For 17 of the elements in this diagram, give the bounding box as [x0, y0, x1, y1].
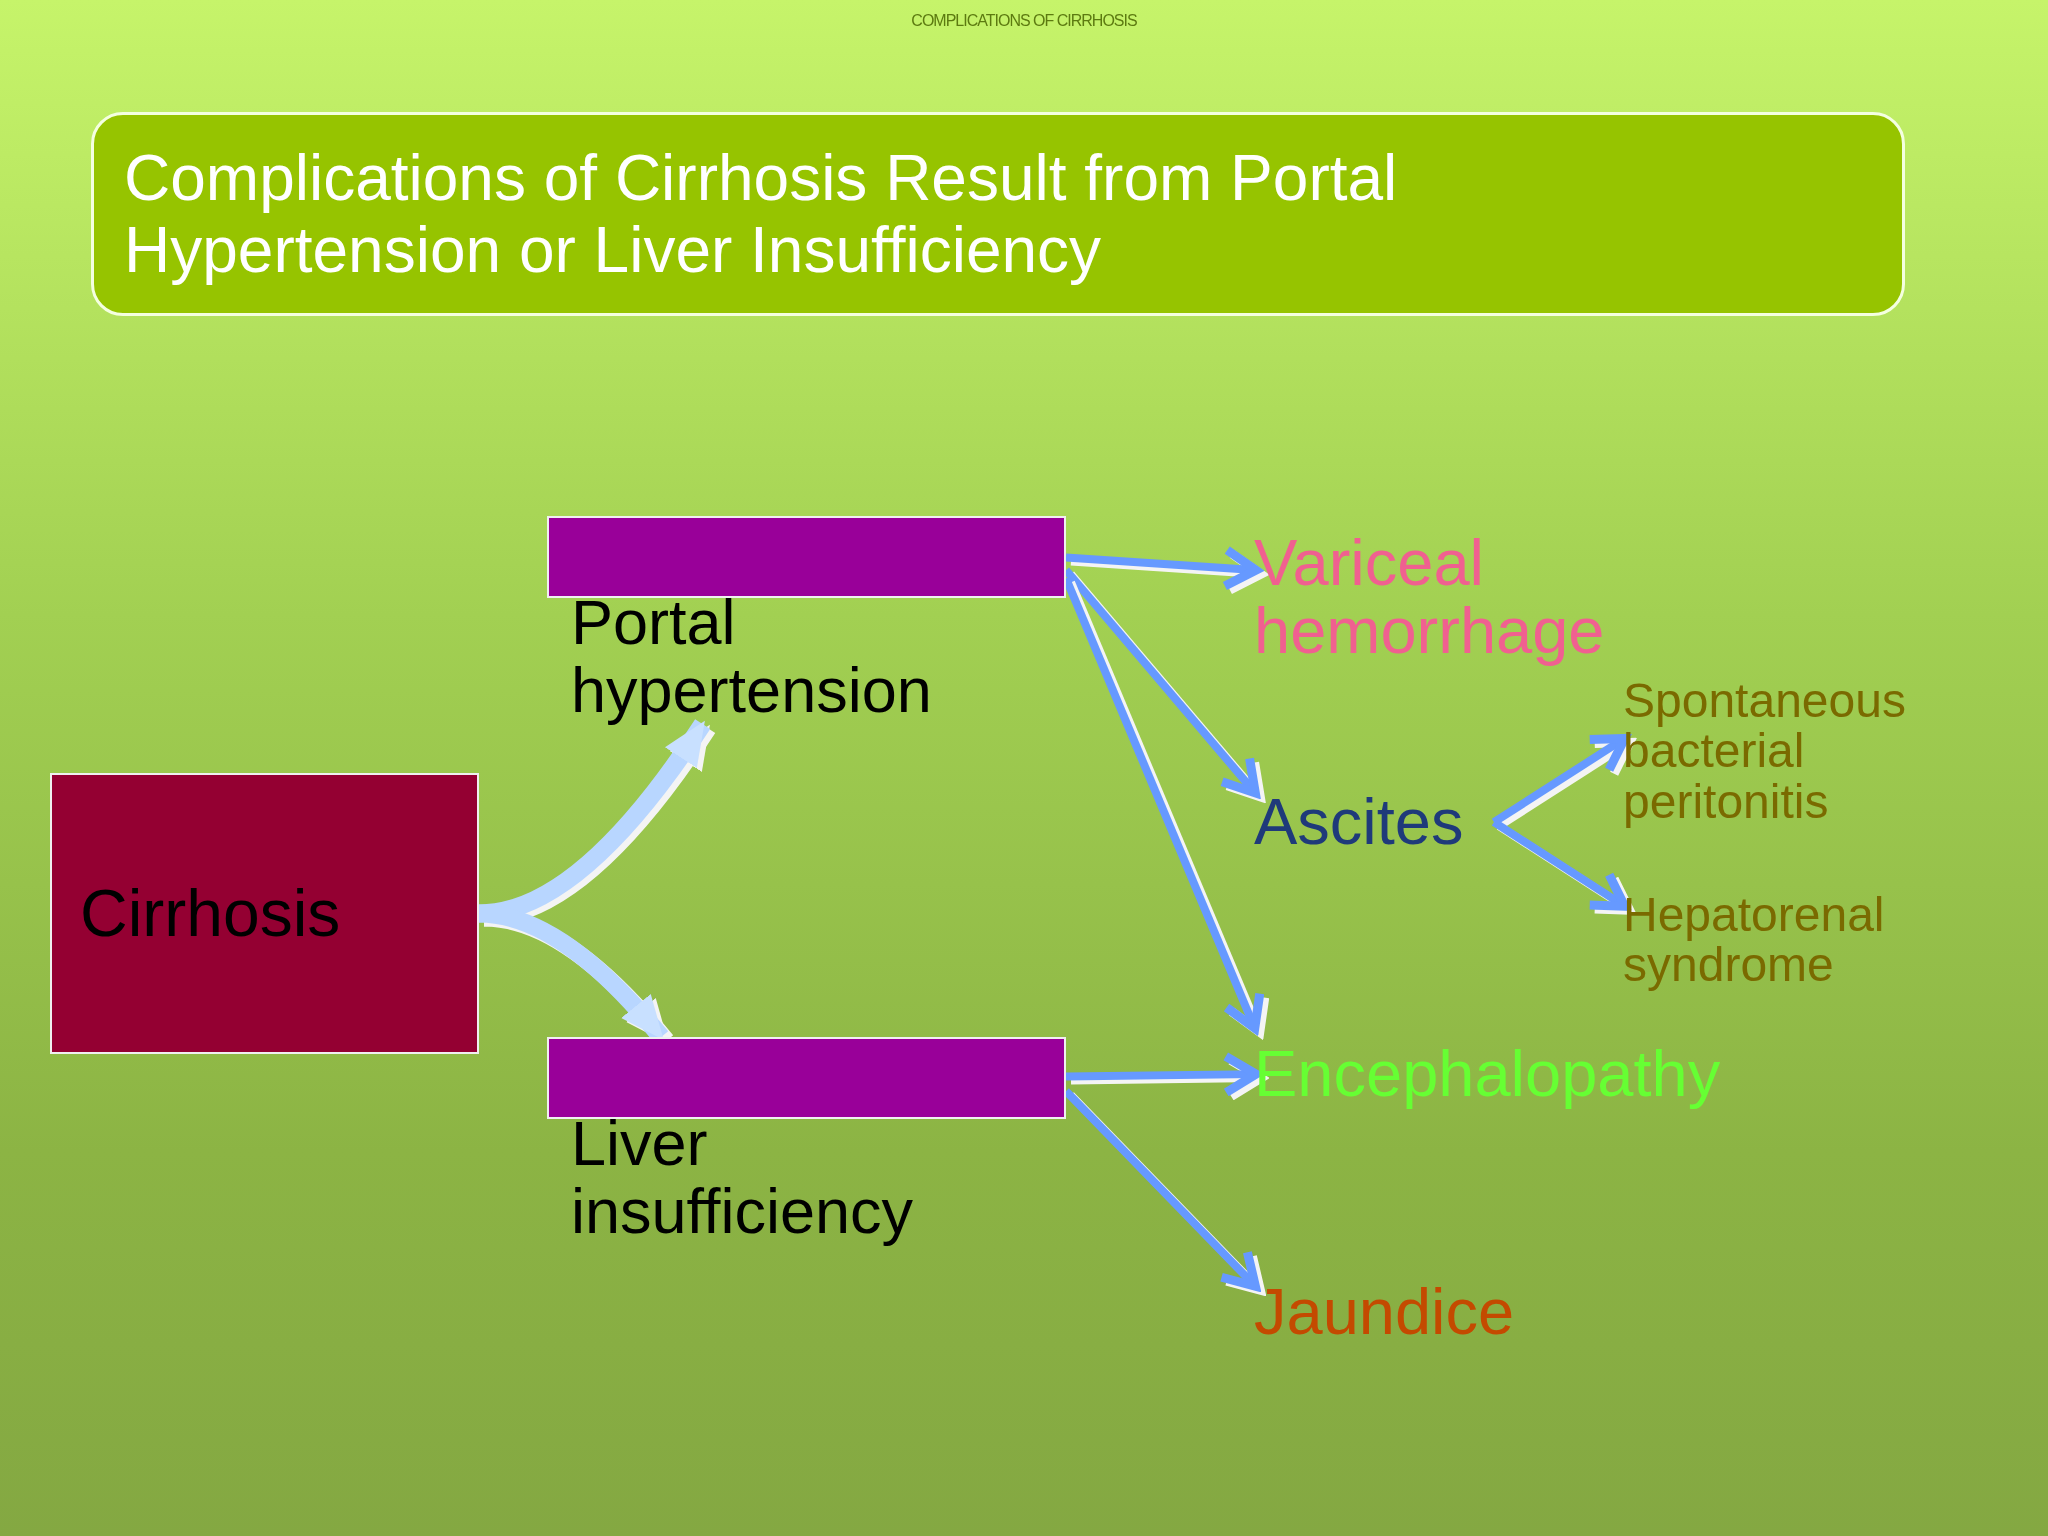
arrow — [1065, 545, 1261, 591]
box-label: Cirrhosis — [80, 877, 341, 950]
heading-text: Portal hypertension — [571, 588, 933, 725]
heading-text: Liver insufficiency — [571, 1109, 914, 1246]
outcome-label: Spontaneous bacterial peritonitis — [1623, 676, 1923, 828]
outcome-label: Ascites — [1254, 788, 1494, 857]
outcome-label: Jaundice — [1254, 1278, 1574, 1347]
outcome-label: Encephalopathy — [1254, 1040, 1754, 1109]
header-text: COMPLICATIONS OF CIRRHOSIS — [910, 12, 1138, 30]
outcome-label: Variceal hemorrhage — [1254, 529, 1674, 666]
category-block — [547, 516, 1066, 725]
arrow — [1063, 1088, 1260, 1291]
arrow — [1065, 1052, 1261, 1097]
title-text: Complications of Cirrhosis Result from Portal Hypertension or Liver Insufficiency — [124, 143, 1399, 287]
process-box — [50, 773, 479, 1054]
outcome-label: Hepatorenal syndrome — [1623, 890, 1923, 991]
category-block — [547, 1037, 1066, 1246]
